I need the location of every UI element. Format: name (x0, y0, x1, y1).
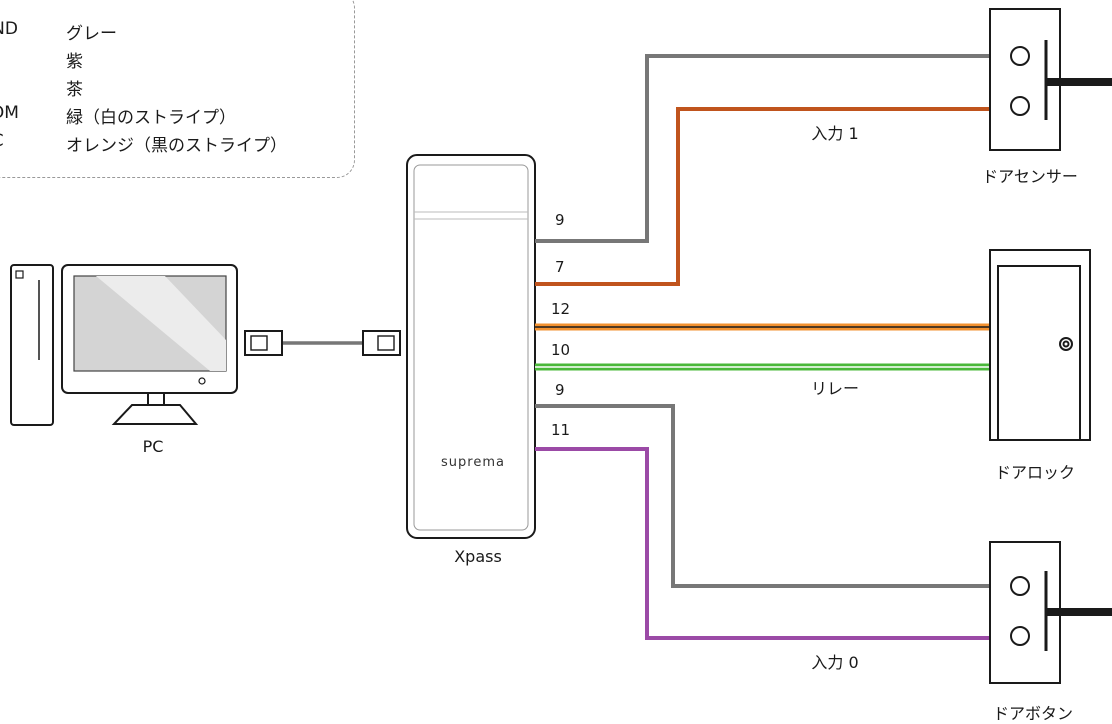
relay-label: リレー (810, 379, 860, 398)
legend-color: グレー (66, 24, 117, 44)
suprema-logo: suprema (441, 455, 505, 470)
door-button-label: ドアボタン (992, 704, 1074, 723)
legend-pin: COM (0, 103, 19, 123)
ethernet-cable (244, 330, 401, 356)
legend-pin: GND (0, 19, 18, 39)
door-sensor-label: ドアセンサー (982, 167, 1078, 186)
pc-label: PC (142, 437, 164, 456)
legend-pin: NC (0, 131, 39, 151)
legend-color: 紫 (66, 52, 83, 72)
wire-color-legend: GND グレー I0 紫 I1 茶 COM 緑（白のストライプ） NC オレンジ… (0, 0, 355, 178)
pin-number: 10 (551, 341, 571, 359)
door-lock-icon (989, 249, 1091, 441)
xpass-label: Xpass (454, 547, 502, 566)
pin-number: 11 (551, 421, 571, 439)
i1-wire (535, 107, 990, 286)
input0-label: 入力 0 (811, 653, 859, 672)
pin-number: 9 (555, 381, 565, 399)
door-lock-label: ドアロック (994, 463, 1076, 482)
door-button-icon (989, 541, 1112, 684)
xpass-reader-icon (406, 154, 536, 539)
legend-pin: I0 (0, 47, 39, 67)
i0-wire (535, 447, 990, 640)
gnd-wire-sensor (535, 54, 990, 243)
gnd-wire-button (535, 404, 990, 588)
legend-color: 緑（白のストライプ） (66, 108, 236, 128)
legend-color: オレンジ（黒のストライプ） (66, 136, 287, 156)
pin-number: 9 (555, 211, 565, 229)
pin-number: 7 (555, 258, 565, 276)
door-sensor-icon (989, 8, 1112, 151)
input1-label: 入力 1 (811, 124, 859, 143)
legend-color: 茶 (66, 80, 83, 100)
legend-pin: I1 (0, 75, 39, 95)
pin-number: 12 (551, 300, 571, 318)
pc-icon (10, 264, 238, 426)
